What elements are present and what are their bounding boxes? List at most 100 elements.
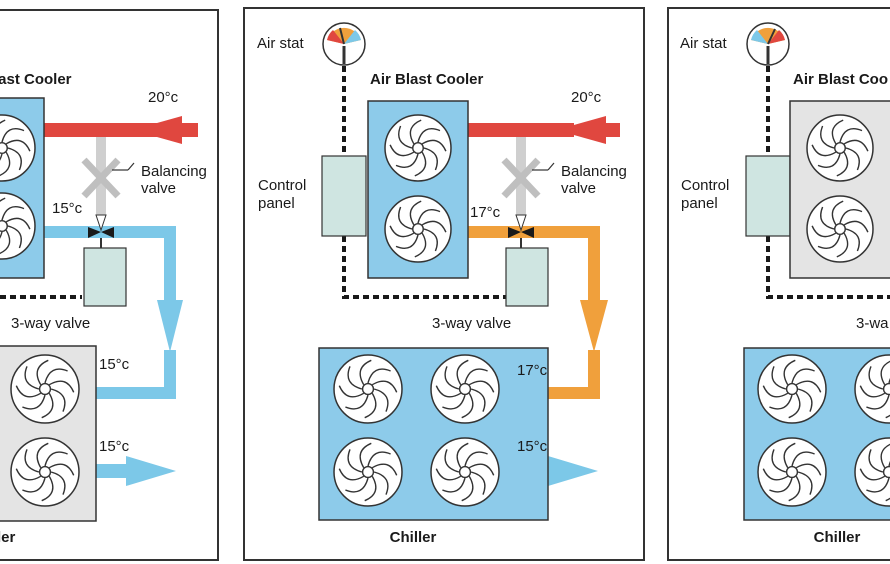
cooler-fan-top [806, 114, 874, 182]
fan-blade [1, 128, 25, 143]
supply-temp-label: 20°c [148, 89, 179, 106]
chiller-fan-3 [757, 437, 827, 507]
control-panel-label-1: Control [681, 177, 729, 194]
hot-supply-pipe [468, 123, 574, 137]
balancing-valve-label-1: Balancing [561, 163, 627, 180]
panel-left-border [0, 9, 219, 561]
fan-blade [464, 368, 488, 384]
cool-outflow-pipe [44, 226, 176, 300]
air-stat-gauge [746, 22, 790, 66]
valve-out-temp-label: 15°c [52, 200, 83, 217]
chiller-outlet-arrow [548, 456, 598, 486]
hot-supply-pipe-tail [180, 123, 198, 137]
fan-blade [24, 366, 40, 390]
fan-blade [414, 151, 427, 177]
fan-blade [421, 139, 447, 152]
air-blast-cooler-label: Air Blast Coo [793, 71, 888, 88]
balancing-valve [81, 157, 135, 199]
fan-blade [371, 380, 398, 393]
fan-blade [44, 451, 68, 467]
panel-middle-border [243, 7, 645, 561]
cooler-fan-bottom [384, 195, 452, 263]
fan-blade [859, 468, 886, 481]
balancing-valve-label-2: valve [561, 180, 596, 197]
cooler-fan-top [0, 114, 36, 182]
fan-blade [359, 359, 372, 386]
balancing-valve-label-2: valve [141, 180, 176, 197]
fan-blade [0, 119, 6, 124]
fan-blade [788, 475, 801, 502]
fan-blade [345, 394, 369, 410]
fan-hub [882, 465, 890, 479]
chiller-fan-2 [854, 354, 890, 424]
fan-blade [44, 368, 68, 384]
fan-blade [48, 380, 75, 393]
fan-blade [409, 200, 422, 226]
hot-supply-pipe-tail [604, 123, 620, 137]
hot-flow-arrow [556, 116, 606, 144]
fan-blade [468, 463, 495, 476]
fan-blade [398, 206, 413, 230]
three-way-valve-actuator [83, 247, 127, 307]
fan-blade [417, 209, 441, 224]
fan-blade [338, 468, 365, 481]
fan-blade [836, 232, 849, 258]
fan-blade [364, 475, 377, 502]
fan-blade [0, 197, 6, 202]
fan-blade [347, 366, 363, 390]
fan-hub [38, 382, 52, 396]
fan-blade [15, 468, 42, 481]
fan-blade [811, 144, 837, 157]
three-way-valve-label: 3-way valve [11, 315, 90, 332]
fan-blade [836, 151, 849, 177]
three-way-valve [505, 214, 549, 307]
fan-blade [444, 366, 460, 390]
fan-blade [364, 392, 377, 419]
fan-blade [367, 368, 391, 384]
three-way-valve [83, 214, 127, 307]
fan-blade [831, 119, 844, 145]
chiller-in-temp-label: 15°c [99, 356, 130, 373]
chiller-fan-4 [430, 437, 500, 507]
control-panel-box [321, 155, 367, 237]
fan-blade [811, 225, 837, 238]
chiller-inlet-pipe [96, 350, 176, 399]
fan-hub [0, 142, 8, 154]
fan-blade [771, 366, 787, 390]
fan-blade [398, 125, 413, 149]
fan-hub [882, 382, 890, 396]
fan-blade [470, 471, 486, 495]
chiller-fan-3 [333, 437, 403, 507]
supply-temp-label: 20°c [571, 89, 602, 106]
fan-blade [885, 497, 890, 502]
fan-blade [859, 385, 886, 398]
fan-blade [417, 128, 441, 143]
air-blast-cooler-label: last Cooler [0, 71, 72, 88]
cooler-fan-top [384, 114, 452, 182]
fan-hub [458, 465, 472, 479]
panel-left: last Cooler 20°c Balancing valve 15°c 3-… [0, 9, 219, 561]
air-stat-label: Air stat [257, 35, 305, 52]
fan-blade [423, 228, 438, 252]
panel-right: Air stat Air Blast Coo Control panel 3-w… [667, 7, 890, 561]
fan-blade [41, 475, 54, 502]
chiller-fan-top [10, 354, 80, 424]
chiller-label: ler [0, 529, 16, 546]
chiller-inlet-pipe [548, 350, 600, 399]
fan-blade [7, 147, 22, 171]
panel-middle: Air stat Air Blast Cooler 20°c Control p… [243, 7, 645, 561]
fan-hub [361, 382, 375, 396]
hot-supply-pipe [44, 123, 170, 137]
fan-blade [421, 220, 447, 233]
fan-blade [36, 359, 49, 386]
valve-control-wire [342, 236, 506, 299]
fan-blade [762, 385, 789, 398]
fan-blade [373, 471, 389, 495]
valve-out-temp-label: 17°c [470, 204, 501, 221]
control-panel-label-2: panel [258, 195, 295, 212]
fan-blade [820, 206, 835, 230]
fan-blade [389, 144, 415, 157]
fan-blade [843, 139, 869, 152]
air-stat-label: Air stat [680, 35, 728, 52]
